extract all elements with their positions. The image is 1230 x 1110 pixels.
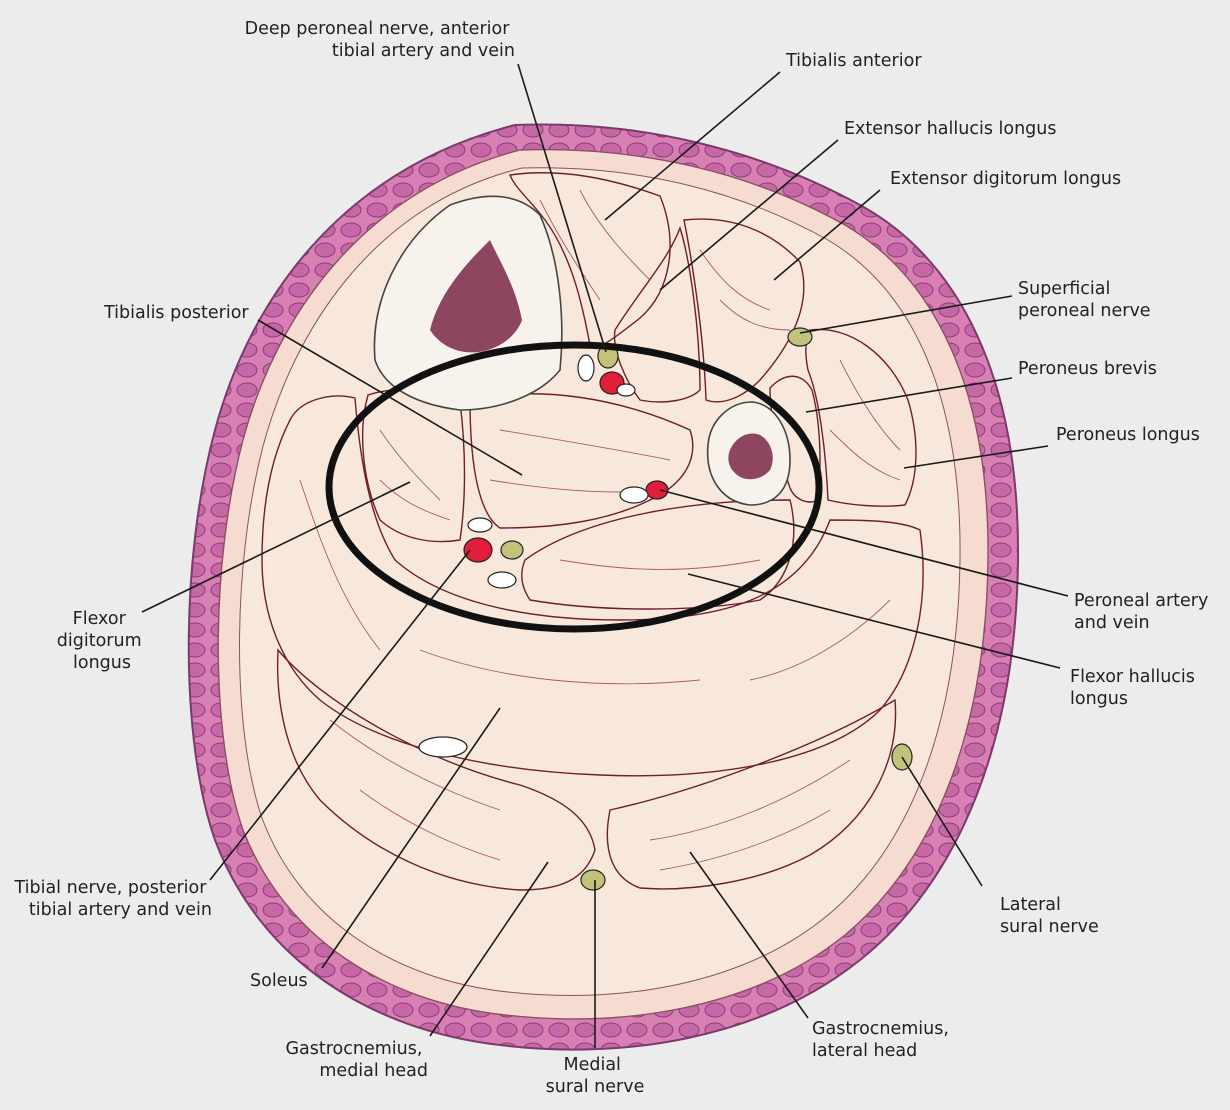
muscle-fibre-lines [299,189,901,871]
label-tibialis-posterior: Tibialis posterior [103,303,249,323]
medial-sural-nerve [580,869,606,891]
label-extensor-digitorum-longus: Extensor digitorum longus [890,169,1121,189]
highlight-ring [325,341,823,633]
muscle-soleus [261,395,924,777]
label-lateral-sural-nerve: Lateral sural nerve [1000,895,1099,937]
small-saphenous-vein [418,736,468,758]
leader-lines [141,63,1069,1048]
muscle-gastrocnemius-lateral-head [606,698,897,890]
label-medial-sural-nerve: Medial sural nerve [546,1055,645,1097]
label-superficial-peroneal-nerve: Superficial peroneal nerve [1018,279,1151,321]
label-extensor-hallucis-longus: Extensor hallucis longus [844,119,1057,139]
muscle-tibialis-posterior [469,393,694,529]
label-gastrocnemius-lateral-head: Gastrocnemius, lateral head [812,1019,955,1061]
muscle-tibialis-anterior [509,172,671,347]
anterior-tibial-vein-2 [616,383,636,397]
anterior-tibial-vein [577,354,595,382]
posterior-tibial-vein-2 [487,571,517,589]
label-gastrocnemius-medial-head: Gastrocnemius, medial head [285,1039,428,1081]
bone-fibula-marrow [728,433,773,480]
muscle-extensor-digitorum-longus [683,218,805,403]
superficial-peroneal-nerve [787,327,813,347]
label-tibial-nerve: Tibial nerve, posterior tibial artery an… [13,878,212,920]
posterior-tibial-artery [463,537,493,563]
muscle-peroneus-longus [805,328,917,507]
tibial-nerve [500,540,524,560]
label-peroneus-longus: Peroneus longus [1056,425,1200,445]
peroneal-vein [619,486,649,504]
posterior-tibial-vein [467,517,493,533]
label-tibialis-anterior: Tibialis anterior [785,51,922,71]
label-flexor-digitorum-longus: Flexor digitorum longus [57,609,147,673]
bone-tibia-marrow [430,240,522,353]
label-peroneal-artery-and-vein: Peroneal artery and vein [1074,591,1214,633]
label-deep-peroneal: Deep peroneal nerve, anterior tibial art… [245,19,515,61]
peroneal-artery [645,480,669,500]
label-peroneus-brevis: Peroneus brevis [1018,359,1157,379]
label-flexor-hallucis-longus: Flexor hallucis longus [1070,667,1200,709]
label-soleus: Soleus [250,971,308,991]
